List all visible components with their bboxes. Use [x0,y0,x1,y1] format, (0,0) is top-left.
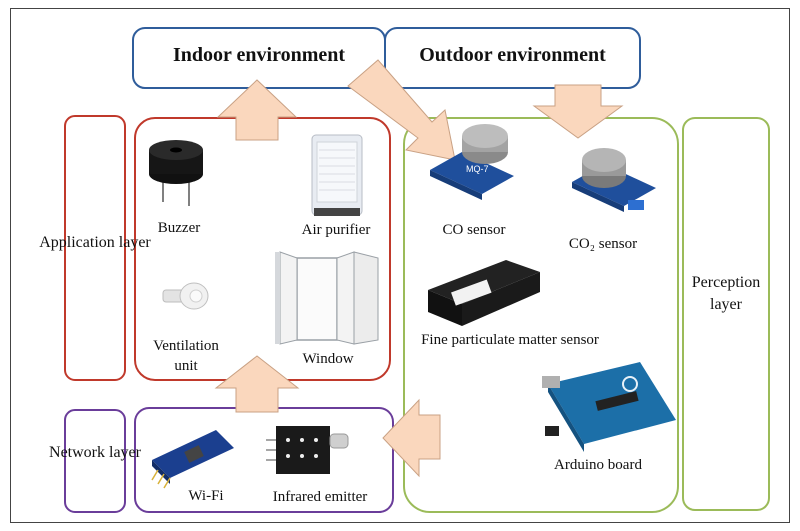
perception-devices-box [403,117,679,513]
ventilation-unit-image [162,282,209,310]
wifi-module-image [151,430,234,489]
infrared-emitter-label: Infrared emitter [272,489,368,505]
arduino-board-label: Arduino board [554,457,642,473]
pm-sensor-image [428,260,540,326]
network-layer-box [64,409,126,513]
air-purifier-image [311,134,363,216]
indoor-environment-label: Indoor environment [172,44,346,66]
arrow-outdoor-to-perception [532,84,624,139]
buzzer-image [149,140,203,206]
arrow-perception-to-network [382,398,441,478]
perception-layer-box [682,117,770,511]
application-layer-label: Application layer [39,234,151,251]
wifi-label: Wi-Fi [188,488,224,504]
window-label: Window [302,351,354,367]
figure-frame [10,8,790,523]
outdoor-environment-box [384,27,641,89]
co2-sensor-label: CO₂ sensor [568,236,638,252]
buzzer-label: Buzzer [157,220,201,236]
air-purifier-label: Air purifier [301,222,371,238]
arrow-application-to-indoor [216,79,298,141]
co2-sensor-image [572,148,656,212]
co-sensor-image: MQ-7 [430,124,514,200]
network-layer-label: Network layer [49,444,141,461]
pm-sensor-label: Fine particulate matter sensor [421,332,599,348]
co-sensor-label: CO sensor [442,222,506,238]
perception-layer-label: Perception layer [691,274,761,313]
arduino-board-image [542,362,676,452]
outdoor-environment-label: Outdoor environment [419,44,606,66]
infrared-emitter-image [266,426,349,474]
ventilation-unit-label: Ventilation unit [153,338,219,374]
arrow-indoor-to-co-sensor [347,59,456,161]
mq7-chip-label: MQ-7 [466,164,489,174]
window-image [275,251,379,345]
application-layer-box [64,115,126,381]
arrow-network-to-application [214,355,300,413]
